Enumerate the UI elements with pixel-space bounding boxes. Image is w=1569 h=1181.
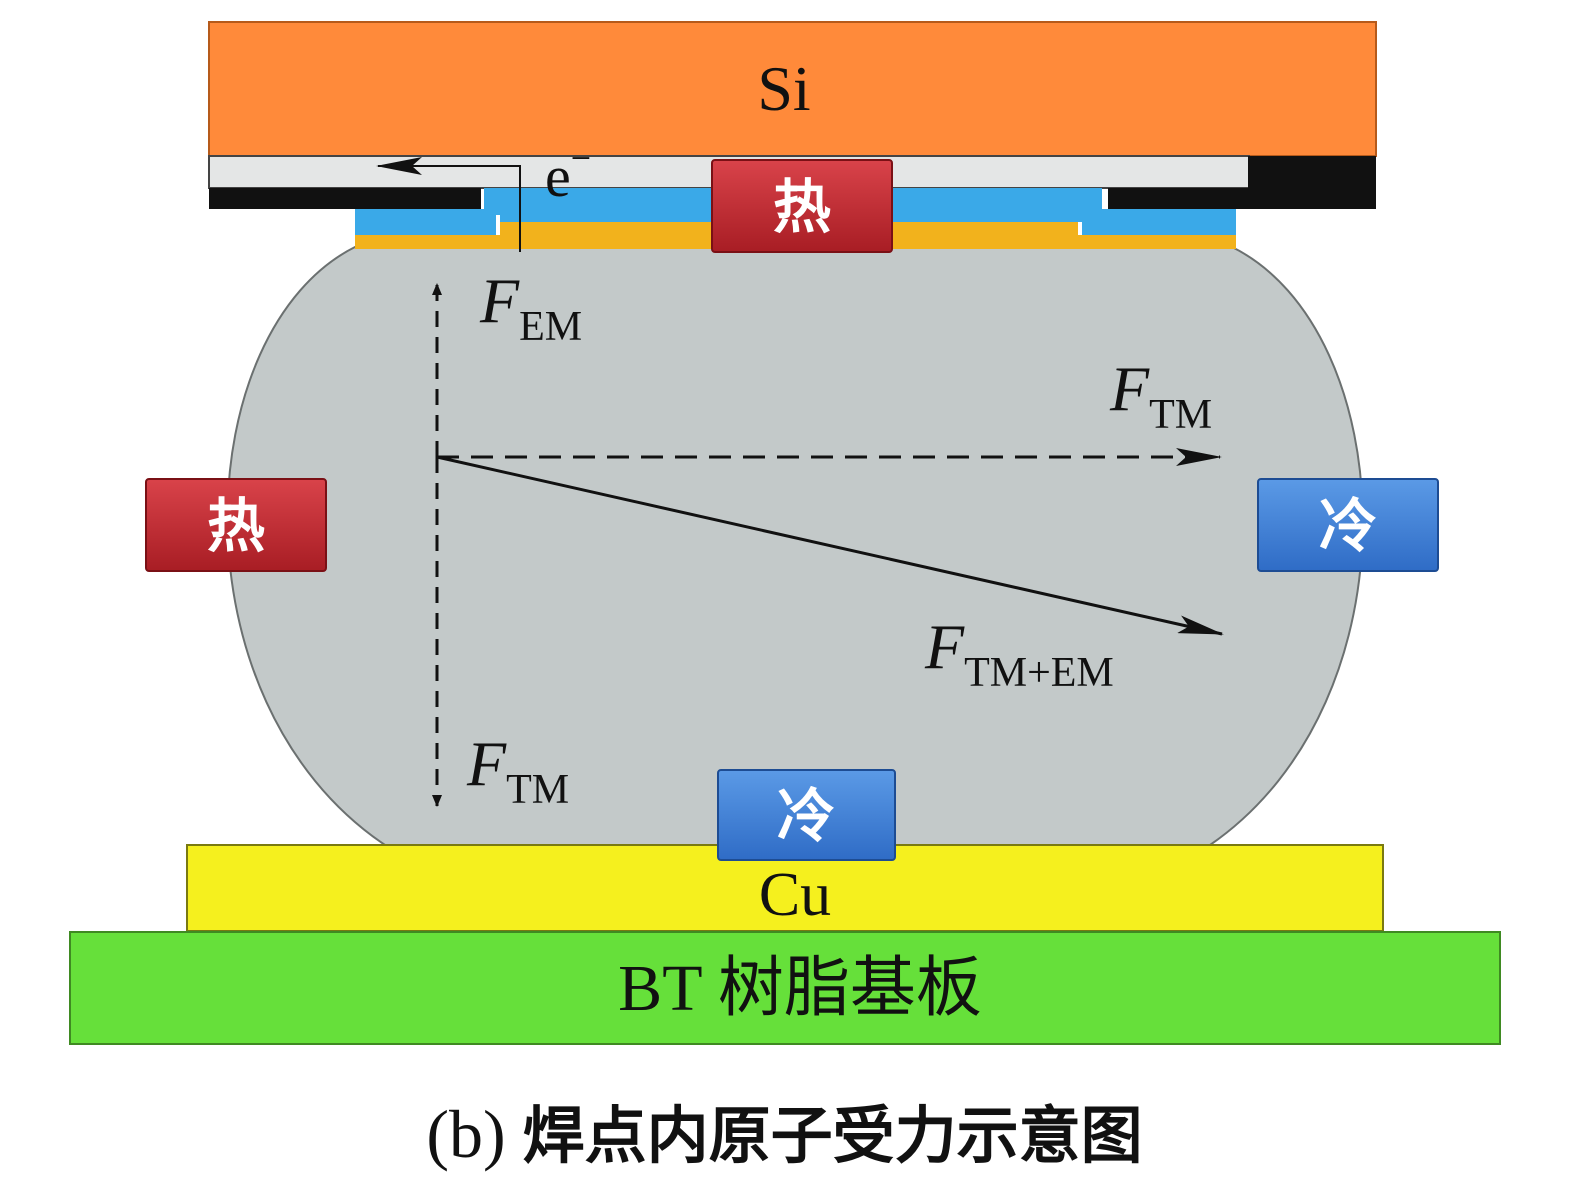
caption-label: (b) xyxy=(426,1096,506,1172)
cold-marker-right: 冷 xyxy=(1257,478,1439,572)
force-em-label: FEM xyxy=(479,265,582,350)
si-chip xyxy=(208,21,1377,157)
bt-substrate xyxy=(69,931,1501,1045)
hot-marker-top: 热 xyxy=(711,159,893,253)
electron-label: e− xyxy=(545,138,591,209)
substrate-label: BT 树脂基板 xyxy=(618,952,982,1025)
solder-bump xyxy=(226,246,1364,846)
caption-text: 焊点内原子受力示意图 xyxy=(522,1099,1143,1172)
metal-line-mid-right xyxy=(1108,188,1248,209)
metal-line-left xyxy=(209,188,481,209)
force-tm-right-label: FTM xyxy=(1109,353,1212,438)
cold-marker-bottom: 冷 xyxy=(717,769,896,861)
force-tm-em-arrow xyxy=(436,455,1224,636)
si-label: Si xyxy=(757,53,810,124)
metal-line-right xyxy=(1248,156,1376,209)
figure-caption: (b) 焊点内原子受力示意图 xyxy=(0,1085,1569,1175)
hot-marker-left: 热 xyxy=(145,478,327,572)
hot-label: 热 xyxy=(773,173,831,241)
cold-label: 冷 xyxy=(777,782,835,850)
force-tm-down-label: FTM xyxy=(466,728,569,813)
cold-label: 冷 xyxy=(1319,492,1377,560)
cu-label: Cu xyxy=(759,861,831,929)
electron-path xyxy=(376,157,521,252)
force-tm-em-label: FTM+EM xyxy=(924,611,1114,696)
hot-label: 热 xyxy=(207,492,265,560)
